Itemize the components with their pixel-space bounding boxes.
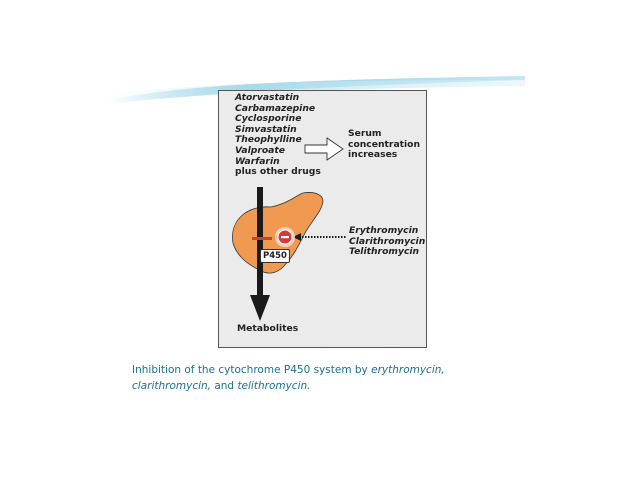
cyp450-inhibition-figure: Atorvastatin Carbamazepine Cyclosporine … [218, 90, 427, 348]
inhibitor-item: Erythromycin [349, 225, 419, 236]
metabolites-label: Metabolites [237, 323, 299, 334]
effect-line: Serum [348, 128, 382, 139]
substrate-item: Theophylline [235, 134, 302, 146]
flow-arrow-shaft [257, 187, 263, 299]
substrate-item: Simvastatin [235, 123, 297, 135]
caption-drug-telithromycin: telithromycin. [237, 380, 311, 392]
figure-caption: Inhibition of the cytochrome P450 system… [132, 362, 512, 394]
caption-text-and: and [211, 380, 238, 392]
caption-drug-clarithromycin: clarithromycin, [132, 380, 211, 392]
decorative-swoosh [108, 76, 525, 104]
caption-drug-erythromycin: erythromycin, [371, 364, 445, 376]
minus-sign [281, 236, 289, 239]
effect-label: Serum concentration increases [348, 128, 421, 161]
swoosh-band-light [108, 80, 525, 102]
substrate-item: Warfarin [235, 155, 280, 167]
down-arrow-icon [250, 295, 270, 321]
substrate-drug-list: Atorvastatin Carbamazepine Cyclosporine … [235, 92, 321, 178]
substrate-item: Valproate [235, 144, 285, 156]
inhibitor-drug-list: Erythromycin Clarithromycin Telithromyci… [349, 225, 426, 258]
inhibitor-item: Clarithromycin [349, 235, 426, 247]
p450-enzyme-label: P450 [260, 249, 290, 263]
inhibitor-item: Telithromycin [349, 246, 420, 258]
other-drugs-item: plus other drugs [235, 166, 321, 178]
caption-text: Inhibition of the cytochrome P450 system… [132, 364, 372, 376]
effect-line: increases [348, 149, 398, 161]
effect-line: concentration [348, 138, 421, 150]
inhibition-arrowhead [293, 233, 301, 241]
right-arrow-icon [304, 137, 344, 161]
substrate-item: Carbamazepine [235, 102, 316, 114]
substrate-item: Atorvastatin [235, 92, 300, 103]
substrate-item: Cyclosporine [235, 113, 302, 125]
enzyme-block-marker [252, 237, 272, 240]
